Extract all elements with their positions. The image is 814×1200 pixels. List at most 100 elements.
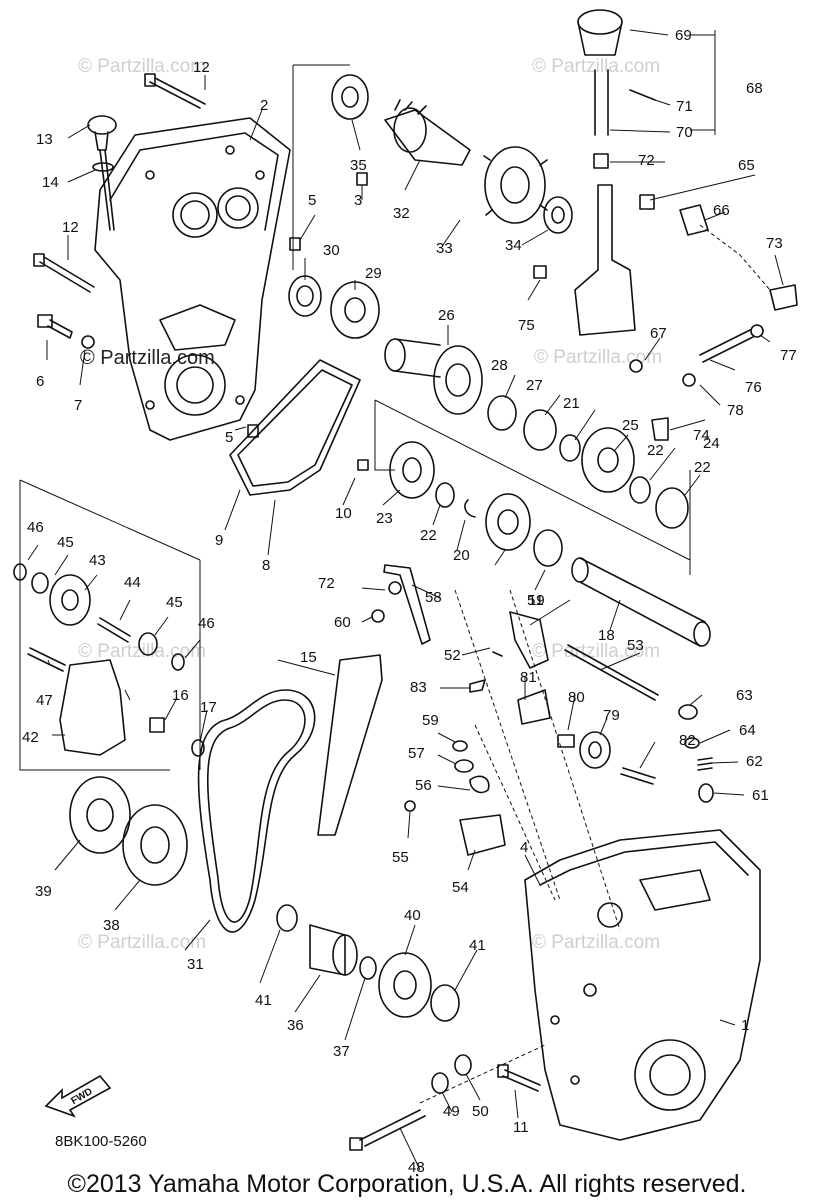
callout-83: 83 (410, 679, 427, 696)
callout-66: 66 (713, 202, 730, 219)
callout-55: 55 (392, 849, 409, 866)
gear (483, 146, 548, 224)
callout-37: 37 (333, 1043, 350, 1060)
callout-72: 72 (638, 152, 655, 169)
oil-seal (430, 984, 460, 1022)
bolt (357, 459, 369, 471)
callout-80: 80 (568, 689, 585, 706)
callout-40: 40 (404, 907, 421, 924)
callout-9: 9 (215, 532, 223, 549)
callout-46: 46 (198, 615, 215, 632)
washer (191, 739, 205, 757)
callout-32: 32 (393, 205, 410, 222)
sprocket (309, 924, 358, 976)
callout-79: 79 (603, 707, 620, 724)
shift-knob (577, 9, 623, 56)
part-number-labels: 1234556789101112121314151617181920212222… (22, 27, 797, 1176)
callout-81: 81 (520, 669, 537, 686)
callout-49: 49 (443, 1103, 460, 1120)
nut (593, 153, 609, 169)
leader-lines (19, 29, 784, 1171)
case-cover-left (94, 117, 291, 441)
circlip (464, 499, 476, 518)
callout-5: 5 (225, 429, 233, 446)
bearing (523, 409, 557, 451)
callout-30: 30 (323, 242, 340, 259)
callout-6: 6 (36, 373, 44, 390)
bolt (371, 609, 385, 623)
callout-11: 11 (513, 1119, 529, 1136)
bearing (69, 776, 131, 854)
callout-58: 58 (425, 589, 442, 606)
callout-71: 71 (676, 98, 693, 115)
callout-24: 24 (703, 435, 720, 452)
callout-13: 13 (36, 131, 53, 148)
washer (454, 1054, 472, 1076)
oil-seal (288, 275, 322, 317)
bearing (543, 196, 573, 234)
callout-31: 31 (187, 956, 204, 973)
shift-drum-stopper (459, 814, 506, 856)
callout-45: 45 (166, 594, 183, 611)
callout-19: 19 (528, 592, 545, 609)
callout-44: 44 (124, 574, 141, 591)
callout-17: 17 (200, 699, 217, 716)
watermark: © Partzilla.com (78, 56, 207, 77)
callout-72: 72 (318, 575, 335, 592)
callout-59: 59 (422, 712, 439, 729)
watermark: © Partzilla.com (78, 932, 207, 953)
callout-36: 36 (287, 1017, 304, 1034)
watermark: © Partzilla.com (80, 347, 215, 369)
tie-rod (699, 329, 754, 363)
bolt (349, 1109, 426, 1151)
shift-rod (564, 644, 659, 701)
nut (171, 653, 185, 671)
nut (533, 265, 547, 279)
callout-22: 22 (420, 527, 437, 544)
callout-48: 48 (408, 1159, 425, 1176)
callout-1: 1 (741, 1017, 749, 1034)
watermark: © Partzilla.com (532, 56, 661, 77)
callout-52: 52 (444, 647, 461, 664)
spring (469, 775, 490, 794)
callout-70: 70 (676, 124, 693, 141)
washer (452, 740, 468, 752)
callout-23: 23 (376, 510, 393, 527)
sprocket (122, 804, 188, 886)
bearing (331, 74, 369, 120)
pin (492, 651, 503, 657)
bearing (485, 493, 531, 551)
callout-43: 43 (89, 552, 106, 569)
bolt (37, 314, 73, 339)
callout-64: 64 (739, 722, 756, 739)
callout-67: 67 (650, 325, 667, 342)
shift-arm (574, 184, 636, 336)
callout-10: 10 (335, 505, 352, 522)
callout-18: 18 (598, 627, 615, 644)
gasket (229, 359, 361, 496)
copyright-notice: ©2013 Yamaha Motor Corporation, U.S.A. A… (67, 1170, 747, 1198)
washer (454, 759, 474, 773)
washer (684, 737, 700, 749)
callout-27: 27 (526, 377, 543, 394)
pin (289, 237, 301, 251)
pin (356, 172, 368, 186)
bolt (33, 253, 95, 293)
callout-77: 77 (780, 347, 797, 364)
callout-22: 22 (694, 459, 711, 476)
spring (697, 757, 713, 771)
callout-35: 35 (350, 157, 367, 174)
washer (359, 956, 377, 980)
drive-chain (197, 689, 316, 933)
roller (579, 731, 611, 769)
collar (487, 395, 517, 431)
output-shaft (571, 557, 711, 647)
callout-39: 39 (35, 883, 52, 900)
case-cover-right (524, 829, 761, 1141)
washer (629, 476, 651, 504)
callout-14: 14 (42, 174, 59, 191)
callout-76: 76 (745, 379, 762, 396)
rod-end (769, 284, 798, 311)
callout-42: 42 (22, 729, 39, 746)
